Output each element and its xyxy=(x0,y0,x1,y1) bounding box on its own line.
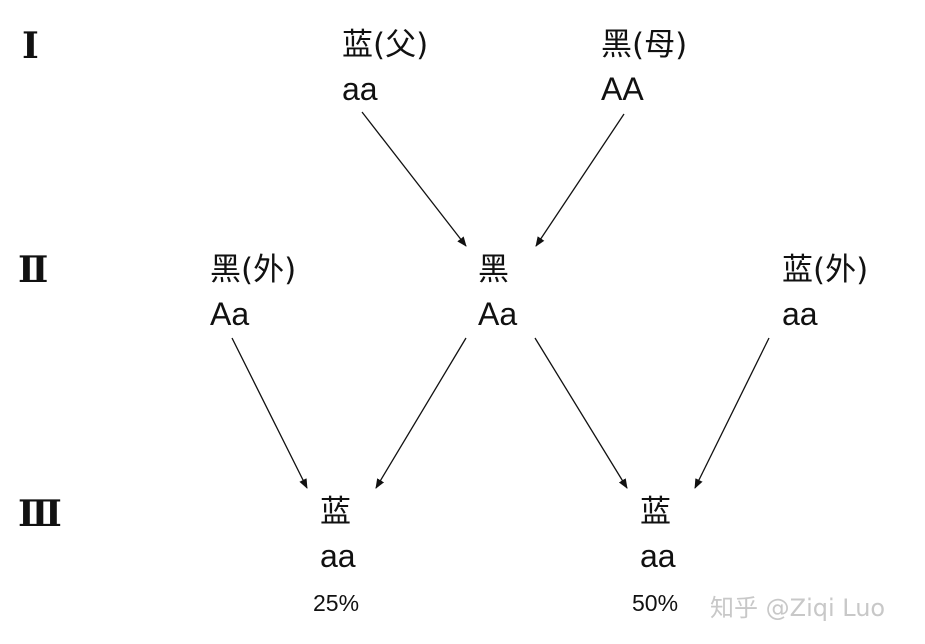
arrow-outsider-black-to-grandchild-left xyxy=(231,337,308,489)
node-father: 蓝(父) aa xyxy=(342,27,428,107)
phenotype-label: 黑 xyxy=(478,252,509,288)
node-outsider-blue: 蓝(外) aa xyxy=(782,252,868,332)
genotype-label: AA xyxy=(601,71,644,107)
node-child: 黑 Aa xyxy=(478,252,517,332)
genotype-label: aa xyxy=(782,296,818,332)
genotype-label: aa xyxy=(640,538,676,574)
node-mother: 黑(母) AA xyxy=(601,27,687,107)
phenotype-label: 蓝(外) xyxy=(782,252,869,288)
arrow-father-to-child xyxy=(361,111,467,247)
arrow-child-to-grandchild-right xyxy=(534,337,628,489)
arrow-child-to-grandchild-left xyxy=(375,337,467,489)
genotype-label: Aa xyxy=(210,296,250,332)
phenotype-label: 黑(母) xyxy=(601,27,688,63)
probability-label-right: 50% xyxy=(632,590,679,616)
generation-label-1: Ⅰ xyxy=(22,26,39,66)
phenotype-label: 蓝 xyxy=(640,494,671,530)
arrow-outsider-blue-to-grandchild-right xyxy=(694,337,770,489)
probability-label-left: 25% xyxy=(313,590,360,616)
watermark: 知乎 @Ziqi Luo xyxy=(710,594,886,622)
phenotype-label: 黑(外) xyxy=(210,252,297,288)
arrow-mother-to-child xyxy=(535,113,625,247)
generation-label-3: Ⅲ xyxy=(18,494,62,534)
node-outsider-black: 黑(外) Aa xyxy=(210,252,296,332)
genotype-label: aa xyxy=(342,71,378,107)
node-grandchild-left: 蓝 aa xyxy=(320,494,356,574)
phenotype-label: 蓝(父) xyxy=(342,27,429,63)
phenotype-label: 蓝 xyxy=(320,494,351,530)
generation-label-2: Ⅱ xyxy=(18,250,49,290)
genotype-label: Aa xyxy=(478,296,518,332)
node-grandchild-right: 蓝 aa xyxy=(640,494,676,574)
genotype-label: aa xyxy=(320,538,356,574)
